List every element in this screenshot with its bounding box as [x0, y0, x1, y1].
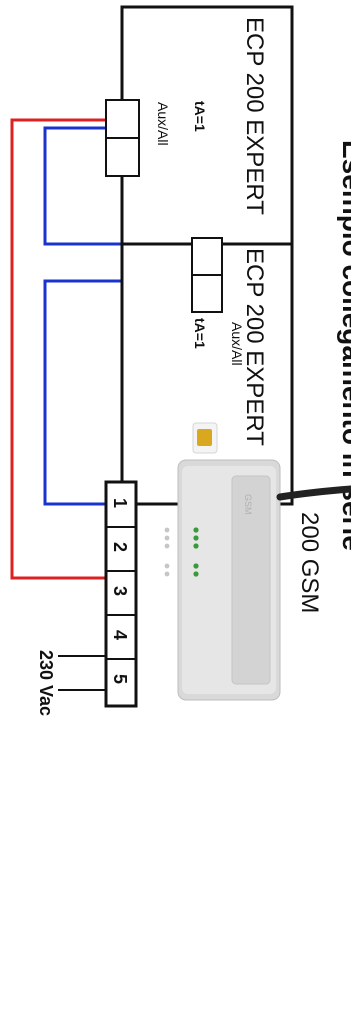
supply-label: 230 Vac	[36, 650, 56, 716]
wire-red	[10, 118, 106, 580]
wire-blue-top	[43, 126, 192, 246]
terminal-number-1: 1	[110, 498, 130, 508]
device-2-port: Aux/All	[229, 322, 245, 366]
antenna-cable	[276, 485, 351, 501]
device-ecp-200-expert-1: ECP 200 EXPERT tA=1 Aux/All	[105, 5, 294, 269]
device-2-terminal-b	[191, 274, 223, 313]
gsm-label: 200 GSM	[296, 512, 323, 613]
diagram-title: Esempio collegamento in serie	[337, 140, 351, 551]
terminal-number-2: 2	[110, 542, 130, 552]
device-2-name: ECP 200 EXPERT	[241, 248, 268, 446]
device-1-terminal-a	[105, 99, 140, 139]
gsm-module: GSM	[164, 459, 281, 701]
terminal-block: 1 2 3 4 5	[104, 480, 138, 708]
device-1-port: Aux/All	[155, 102, 171, 146]
device-1-name: ECP 200 EXPERT	[241, 17, 268, 215]
device-1-setting: tA=1	[192, 101, 208, 132]
wire-blue-bottom	[43, 279, 192, 506]
device-2-setting: tA=1	[192, 318, 208, 349]
sim-card-icon	[192, 422, 218, 454]
terminal-number-3: 3	[110, 586, 130, 596]
gsm-led-icon	[164, 527, 199, 577]
terminal-number-5: 5	[110, 674, 130, 684]
device-2-terminal-a	[191, 237, 223, 276]
terminal-number-4: 4	[110, 630, 130, 640]
device-1-terminal-b	[105, 137, 140, 177]
gsm-case-text: GSM	[243, 494, 253, 515]
